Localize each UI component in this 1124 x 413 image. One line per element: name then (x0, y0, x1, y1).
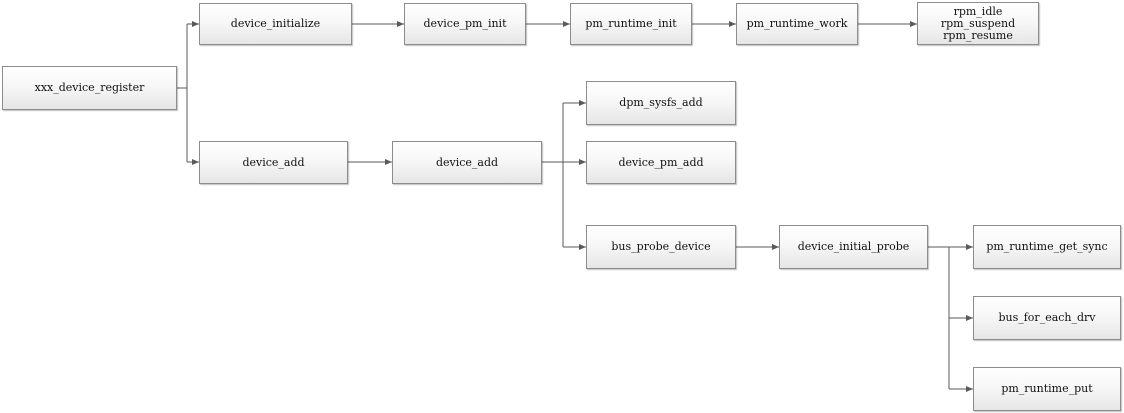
rpm-resume-label: rpm_resume (943, 28, 1013, 42)
node-pm-runtime-get-sync: pm_runtime_get_sync (973, 225, 1121, 269)
node-device-add-2: device_add (392, 141, 542, 184)
rpm-idle-label: rpm_idle (953, 4, 1003, 18)
node-pm-runtime-work: pm_runtime_work (736, 3, 858, 45)
node-pm-runtime-put: pm_runtime_put (973, 367, 1121, 411)
node-device-initial-probe: device_initial_probe (779, 225, 928, 269)
node-pm-runtime-init: pm_runtime_init (570, 3, 692, 45)
rpm-suspend-label: rpm_suspend (940, 16, 1016, 30)
node-bus-for-each-drv: bus_for_each_drv (973, 296, 1121, 340)
node-device-add-1: device_add (199, 141, 348, 184)
node-bus-probe-device: bus_probe_device (586, 225, 736, 269)
node-rpm-ops: rpm_idle rpm_suspend rpm_resume (917, 2, 1039, 45)
node-xxx-device-register: xxx_device_register (2, 66, 177, 110)
node-device-initialize: device_initialize (199, 3, 352, 45)
node-dpm-sysfs-add: dpm_sysfs_add (586, 81, 736, 125)
node-device-pm-add: device_pm_add (586, 141, 736, 184)
node-device-pm-init: device_pm_init (404, 3, 526, 45)
